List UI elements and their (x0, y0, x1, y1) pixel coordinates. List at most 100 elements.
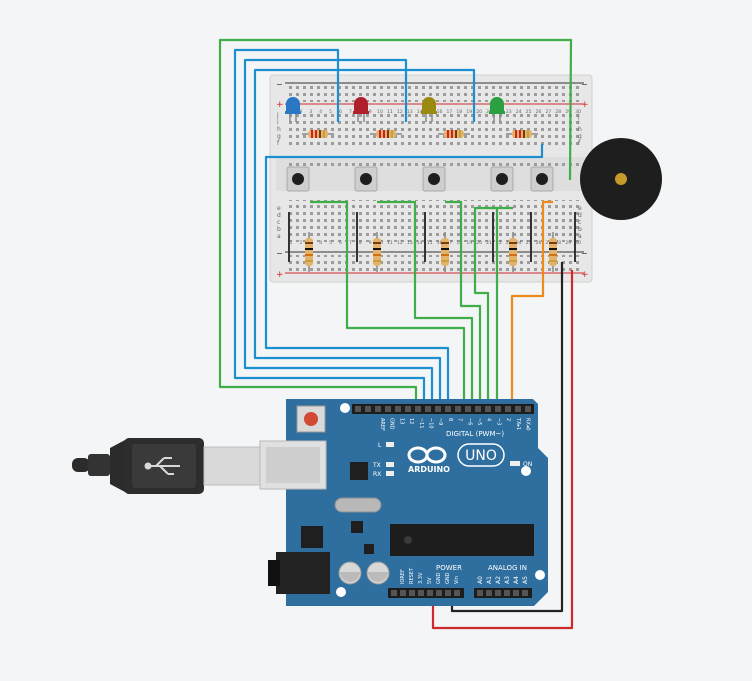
column-number-top: 16 (437, 109, 443, 115)
analog-pin-label: A1 (486, 576, 493, 584)
column-number-top: 23 (506, 109, 512, 115)
button-1[interactable] (286, 166, 310, 192)
reset-button-cap[interactable] (304, 412, 318, 426)
resistor-led-3[interactable] (438, 130, 470, 138)
column-number-bottom: 23 (506, 240, 512, 246)
resistor-button-2[interactable] (373, 232, 381, 272)
led-green[interactable] (489, 97, 505, 122)
column-number-bottom: 29 (565, 240, 571, 246)
column-number-top: 30 (575, 109, 581, 115)
row-letter-left: h (277, 126, 281, 133)
analog-header (474, 588, 532, 598)
model-badge (457, 443, 505, 467)
column-number-top: 13 (407, 109, 413, 115)
column-number-bottom: 8 (359, 240, 362, 246)
rail-plus-tr: + (581, 100, 589, 110)
tx-indicator-led (386, 462, 394, 467)
column-number-bottom: 13 (407, 240, 413, 246)
column-number-top: 14 (417, 109, 423, 115)
rail-minus-br: − (581, 249, 588, 258)
wires (218, 38, 574, 630)
led-l-label: L (378, 442, 382, 449)
led-blue[interactable] (285, 97, 301, 122)
power-pin-label: GND (445, 572, 451, 584)
usb-cable (72, 438, 261, 494)
led-red[interactable] (353, 97, 369, 122)
brand-label: ARDUINO (408, 465, 450, 474)
lower-terminal-holes (288, 200, 582, 242)
digital-pin-label: ~6 (466, 418, 472, 425)
digital-pin-label: GND (389, 418, 395, 430)
wire-blue-led-4 (264, 144, 544, 407)
column-number-bottom: 19 (466, 240, 472, 246)
resistor-button-3[interactable] (441, 232, 449, 272)
column-number-top: 20 (476, 109, 482, 115)
usb-plug-metal (203, 446, 261, 486)
rail-plus-br: + (581, 270, 589, 280)
resistor-button-1[interactable] (305, 232, 313, 272)
column-number-top: 3 (309, 109, 312, 115)
row-letter-right: c (578, 219, 581, 226)
analog-pin-label: A3 (504, 576, 511, 584)
digital-label: DIGITAL (PWM~) (446, 430, 504, 438)
arduino-uno-board: L TX RX ON DIGITAL (PWM~) ARDUINO UNO PO… (259, 399, 548, 606)
led-yellow[interactable] (421, 97, 437, 122)
digital-pin-label: AREF (379, 418, 385, 431)
resistor-button-4[interactable] (509, 232, 517, 272)
piezo-buzzer[interactable] (580, 138, 662, 220)
wire-red-5v (431, 270, 574, 630)
digital-pin-label: ~3 (495, 418, 501, 425)
mounting-hole (521, 466, 531, 476)
arduino-logo-icon (407, 446, 447, 464)
usb-cable-tail (72, 458, 90, 472)
wire-orange-pin-2 (510, 200, 553, 407)
column-number-top: 26 (536, 109, 542, 115)
row-letter-right: g (578, 133, 582, 140)
mounting-hole (340, 403, 350, 413)
column-number-top: 18 (456, 109, 462, 115)
column-number-bottom: 6 (339, 240, 342, 246)
digital-pin-label: ~11 (418, 418, 424, 429)
column-number-bottom: 5 (329, 240, 332, 246)
wire-green-buzzer (218, 38, 573, 407)
wire-green-button-5 (486, 206, 499, 407)
column-number-bottom: 17 (447, 240, 453, 246)
top-rail-holes (288, 86, 582, 102)
column-number-top: 10 (377, 109, 383, 115)
analog-label: ANALOG IN (488, 564, 527, 572)
row-letter-left: a (277, 233, 281, 240)
row-letter-right: a (578, 233, 582, 240)
row-letter-right: i (578, 119, 580, 126)
row-letter-left: b (277, 226, 281, 233)
resistor-led-2[interactable] (370, 130, 402, 138)
row-letter-right: b (578, 226, 582, 233)
column-number-bottom: 26 (536, 240, 542, 246)
column-number-bottom: 16 (437, 240, 443, 246)
resistor-button-5[interactable] (549, 232, 557, 272)
wire-green-button-1 (310, 200, 466, 407)
column-number-bottom: 9 (369, 240, 372, 246)
power-pin-label: GND (436, 572, 442, 584)
analog-pin-label: A4 (513, 576, 520, 584)
column-number-bottom: 11 (387, 240, 393, 246)
resistor-led-4[interactable] (506, 130, 538, 138)
button-3[interactable] (422, 166, 446, 192)
row-letter-left: c (277, 219, 280, 226)
column-number-top: 29 (565, 109, 571, 115)
column-number-labels: 1122334455667788991010111112121313141415… (290, 109, 582, 246)
wire-green-button-3 (445, 200, 482, 407)
power-header (388, 588, 464, 598)
column-number-bottom: 21 (486, 240, 492, 246)
button-5[interactable] (530, 166, 554, 192)
on-label: ON (523, 461, 532, 468)
resistor-led-1[interactable] (302, 130, 334, 138)
column-number-bottom: 25 (526, 240, 532, 246)
column-number-bottom: 18 (456, 240, 462, 246)
button-4[interactable] (490, 166, 514, 192)
button-2[interactable] (354, 166, 378, 192)
row-letter-right: j (577, 112, 580, 119)
wire-blue-led-1 (233, 48, 426, 407)
